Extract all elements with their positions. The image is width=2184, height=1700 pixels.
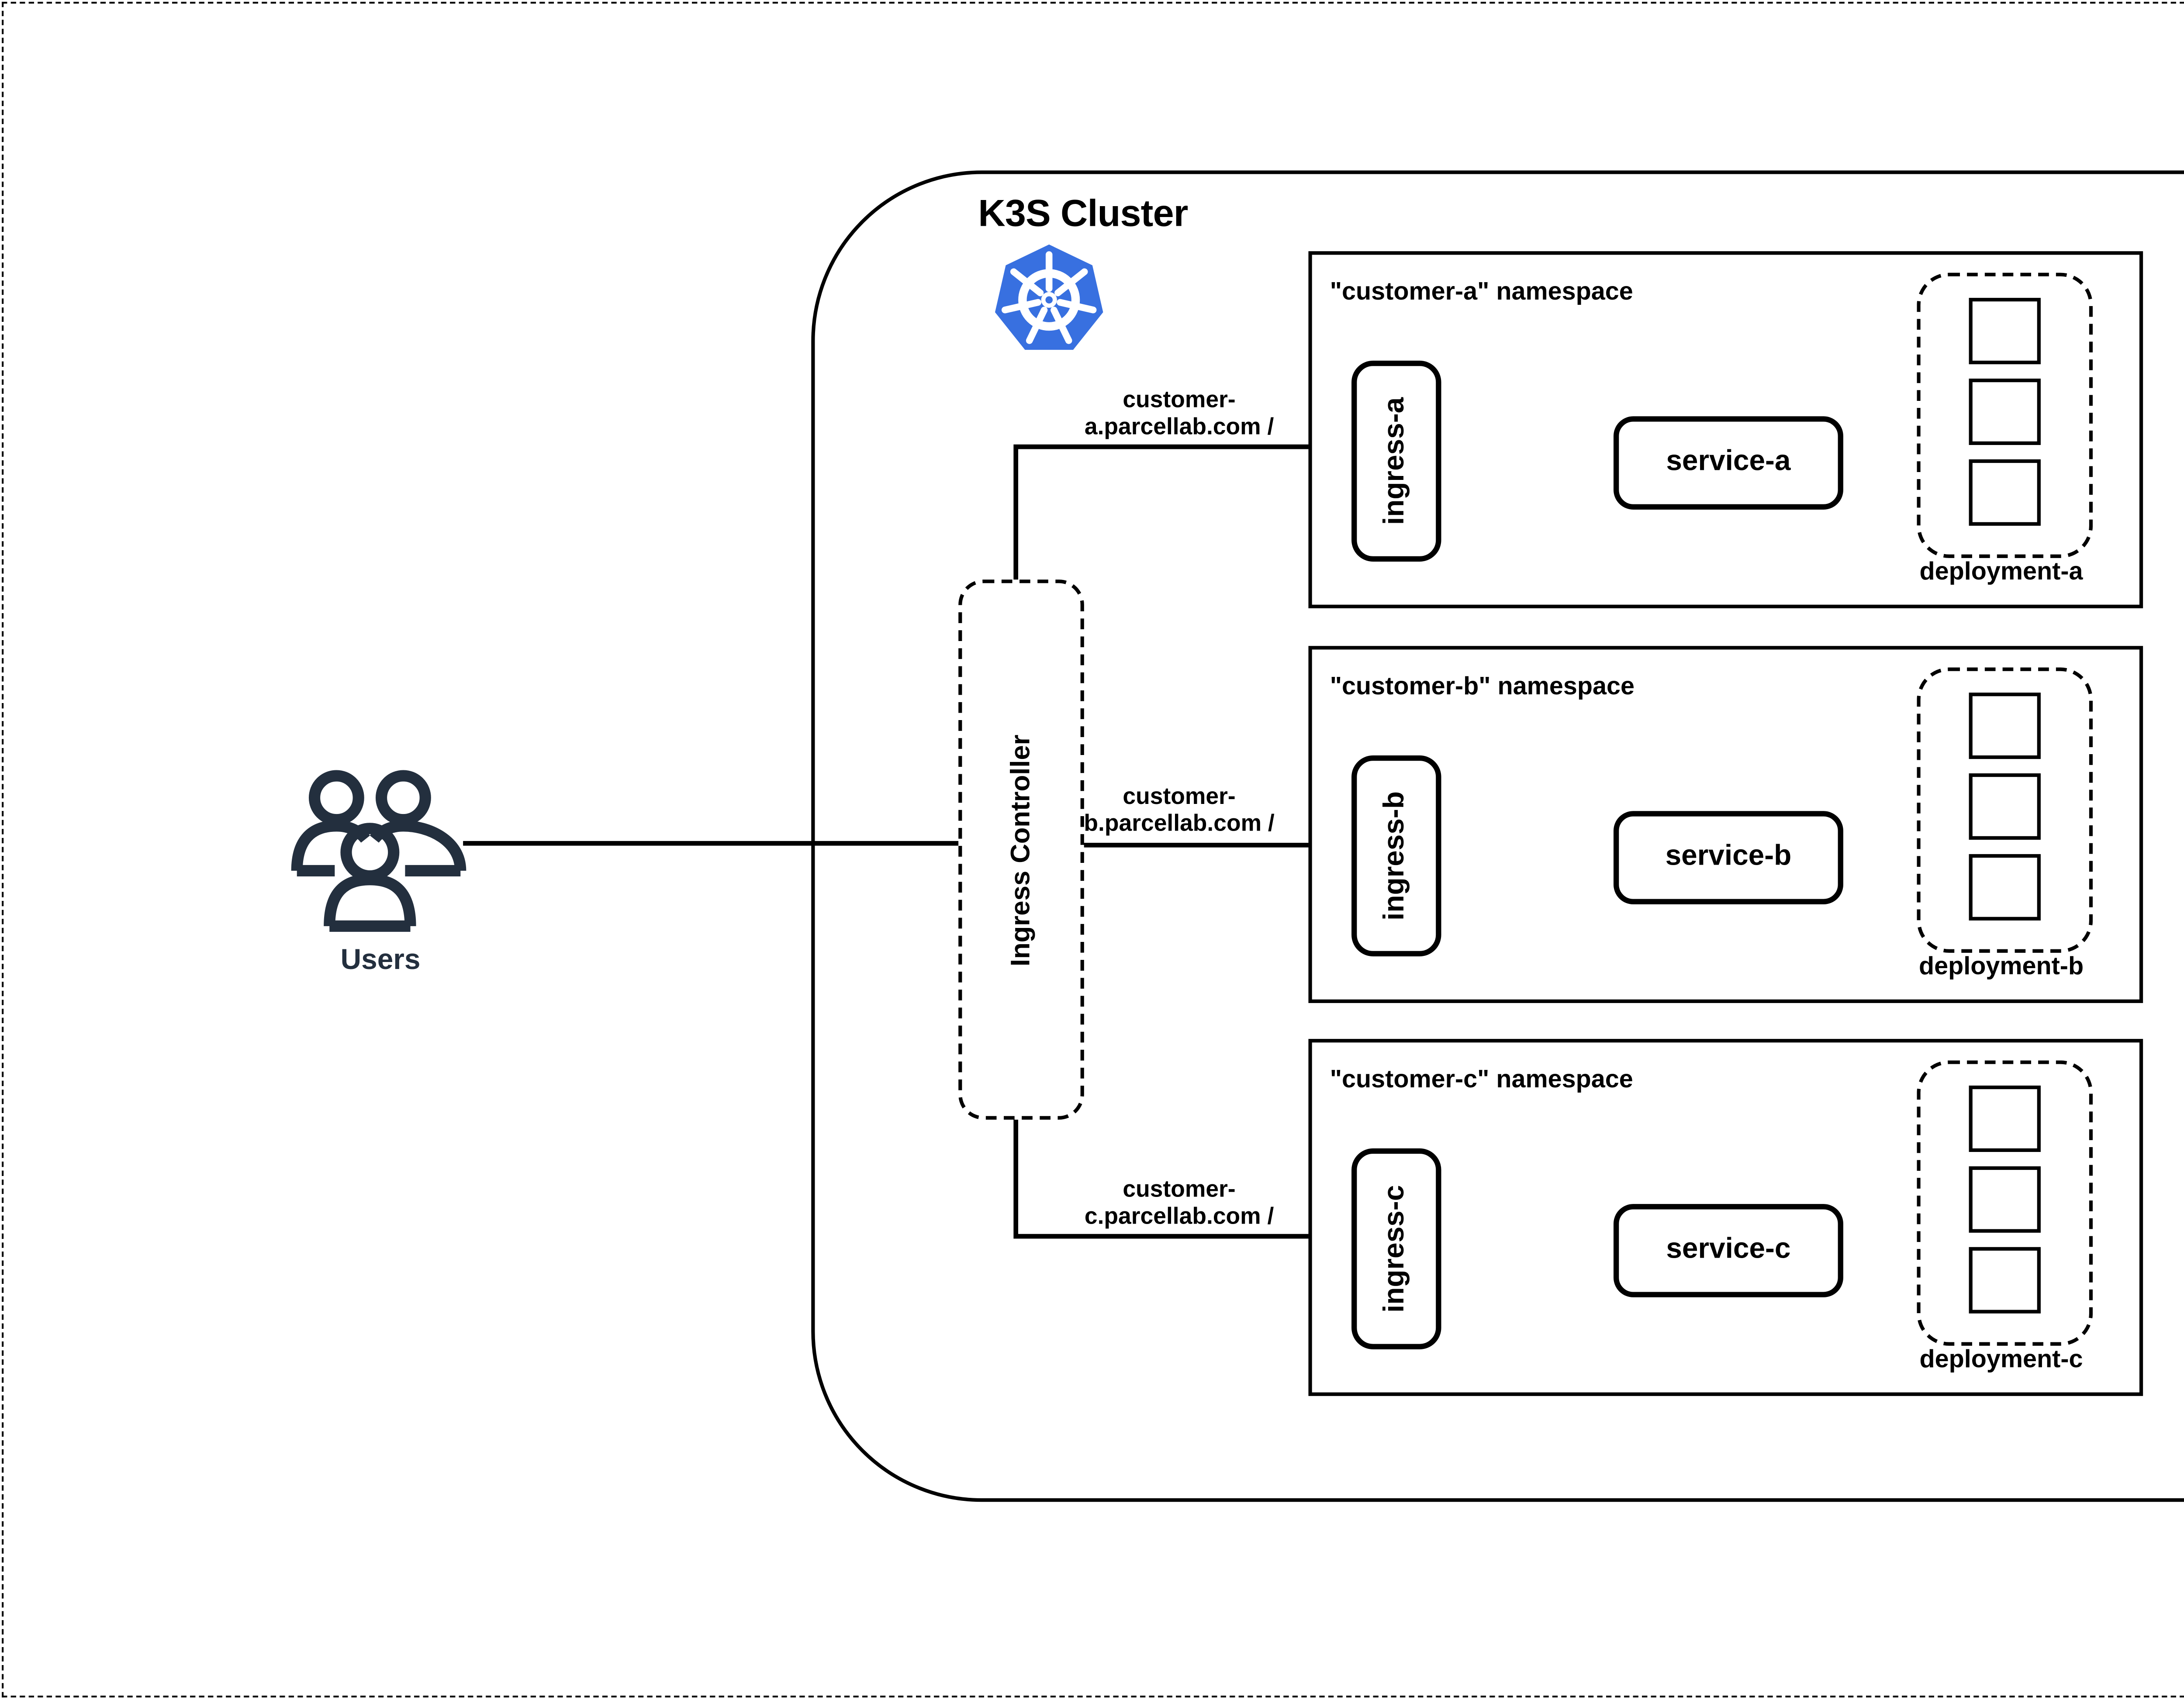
ingress-a-label: ingress-a — [1380, 397, 1411, 525]
namespace-title: "customer-a" namespace — [1330, 276, 1633, 305]
service-b-label: service-b — [1665, 841, 1792, 872]
user-head — [308, 770, 364, 826]
namespace-box-customer-b: "customer-b" namespace ingress-b service… — [1308, 646, 2143, 1003]
k3s-cluster-box — [811, 170, 2184, 1502]
ingress-controller-label: Ingress Controller — [1006, 734, 1037, 966]
pod-replica — [1969, 298, 2041, 365]
user-body — [324, 874, 416, 932]
namespace-title: "customer-c" namespace — [1330, 1064, 1633, 1093]
pod-replica — [1969, 854, 2041, 921]
namespace-title: "customer-b" namespace — [1330, 671, 1635, 700]
deployment-b-box — [1917, 667, 2093, 953]
user-head — [375, 770, 431, 826]
pod-replica — [1969, 693, 2041, 759]
namespace-box-customer-a: "customer-a" namespace ingress-a service… — [1308, 251, 2143, 608]
route-host-label-a: customer- a.parcellab.com / — [1084, 386, 1274, 440]
pod-replica — [1969, 1247, 2041, 1314]
k3s-cluster-title: K3S Cluster — [978, 193, 1188, 235]
ingress-a-box: ingress-a — [1351, 360, 1441, 562]
ingress-controller-box: Ingress Controller — [958, 579, 1084, 1120]
deployment-c-label: deployment-c — [1919, 1344, 2083, 1373]
namespace-box-customer-c: "customer-c" namespace ingress-c service… — [1308, 1039, 2143, 1396]
pod-replica — [1969, 1085, 2041, 1152]
service-a-box: service-a — [1613, 416, 1843, 510]
service-c-label: service-c — [1666, 1234, 1791, 1265]
deployment-b-label: deployment-b — [1918, 951, 2084, 980]
pod-replica — [1969, 378, 2041, 445]
service-c-box: service-c — [1613, 1204, 1843, 1297]
deployment-a-label: deployment-a — [1919, 556, 2083, 585]
route-host-label-c: customer- c.parcellab.com / — [1084, 1175, 1274, 1229]
pod-replica — [1969, 459, 2041, 526]
user-head — [340, 823, 400, 882]
ingress-c-label: ingress-c — [1380, 1185, 1411, 1313]
users-label: Users — [340, 945, 421, 976]
deployment-a-box — [1917, 272, 2093, 558]
route-host-label-b: customer- b.parcellab.com / — [1084, 782, 1275, 836]
kubernetes-logo-icon — [995, 244, 1103, 350]
service-a-label: service-a — [1666, 447, 1791, 477]
deployment-c-box — [1917, 1060, 2093, 1346]
pod-replica — [1969, 773, 2041, 840]
ingress-b-box: ingress-b — [1351, 755, 1441, 957]
users-icon — [291, 770, 467, 932]
ingress-c-box: ingress-c — [1351, 1148, 1441, 1349]
ingress-b-label: ingress-b — [1380, 791, 1411, 921]
service-b-box: service-b — [1613, 811, 1843, 904]
pod-replica — [1969, 1166, 2041, 1233]
